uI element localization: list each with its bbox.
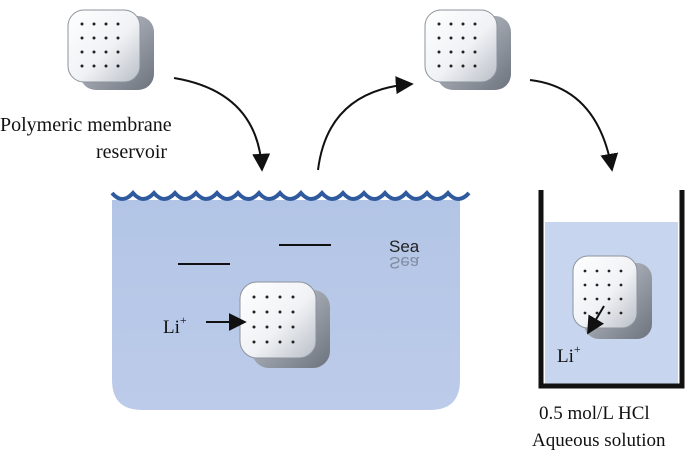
- li-symbol: Li: [163, 317, 180, 338]
- membrane-pad-top-right: [424, 9, 511, 90]
- li-charge: +: [180, 313, 187, 327]
- wave-line: [110, 189, 471, 201]
- sea-label-reflection: Sea: [389, 253, 420, 272]
- li-symbol: Li: [557, 346, 574, 367]
- arrow-out-of-sea: [317, 76, 414, 171]
- reservoir-label-line2: reservoir: [96, 141, 167, 163]
- membrane-pad-beaker: [572, 255, 652, 339]
- sea-label: Sea: [389, 237, 420, 256]
- solution-label-line2: Aqueous solution: [532, 430, 666, 451]
- li-charge: +: [574, 342, 581, 356]
- arrow-into-beaker: [529, 79, 619, 172]
- solution-label-line1: 0.5 mol/L HCl: [539, 403, 650, 424]
- li-ion-label-beaker: Li+: [557, 342, 581, 367]
- arrow-li-release: [587, 305, 605, 335]
- reservoir-label-line1: Polymeric membrane: [0, 114, 172, 136]
- membrane-pad-top-left: [67, 9, 154, 90]
- arrow-into-sea: [173, 77, 271, 172]
- li-ion-label-sea: Li+: [163, 313, 187, 338]
- membrane-pad-sea: [239, 281, 330, 368]
- beaker-walls: [538, 190, 685, 389]
